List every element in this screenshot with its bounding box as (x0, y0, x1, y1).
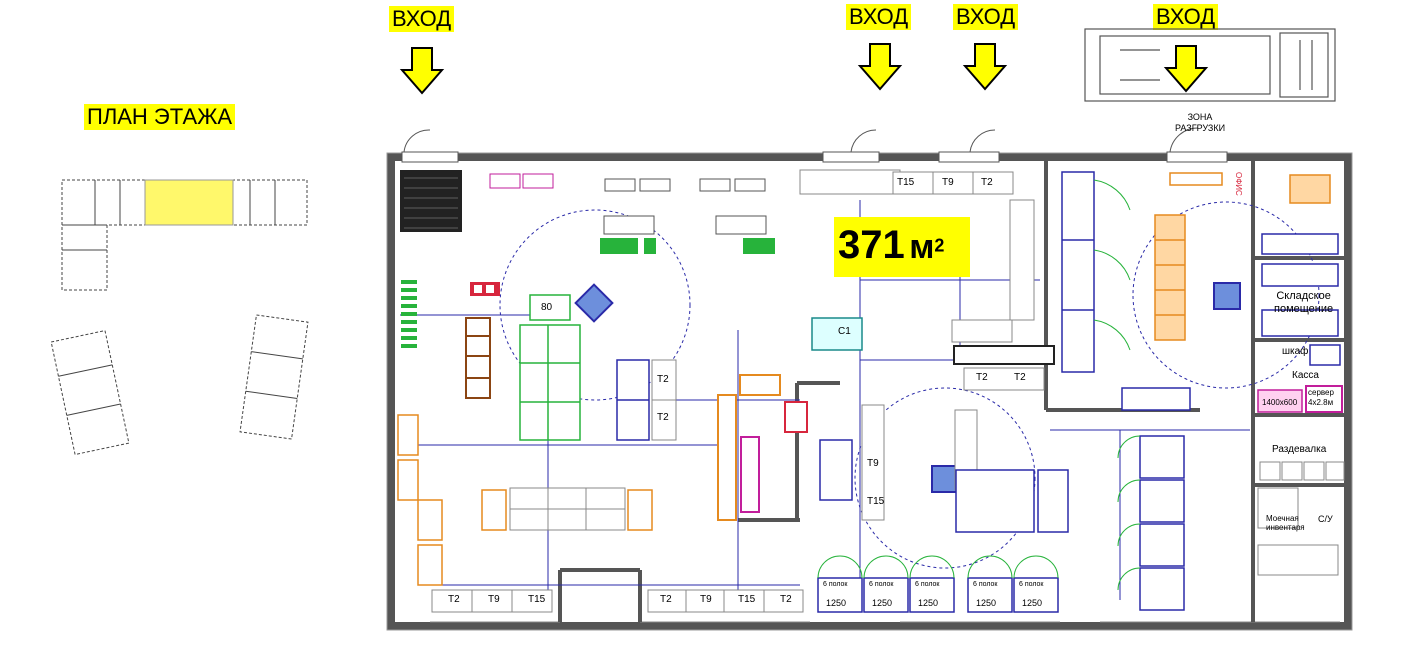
fixture-label: T9 (942, 177, 954, 188)
fixture-label: 1250 (826, 598, 847, 608)
fixture-label: 6 полок (869, 581, 894, 588)
fixture-label: T9 (700, 594, 712, 605)
cashier-label: Касса (1292, 370, 1319, 381)
fixture-label: T2 (657, 412, 669, 423)
fixture-label: T2 (657, 374, 669, 385)
down-arrow-icon-4 (1163, 45, 1209, 93)
fixture-label: C1 (838, 326, 851, 337)
vent-block (400, 170, 462, 232)
fixture-label: 6 полок (1019, 581, 1044, 588)
entrance-label-2: ВХОД (846, 4, 912, 30)
down-arrow-icon-2 (857, 43, 903, 91)
entrance-label-3: ВХОД (953, 4, 1019, 30)
area-badge: 371 м2 (834, 217, 970, 277)
fixture-label: 1250 (872, 598, 893, 608)
fixture-label: 6 полок (915, 581, 940, 588)
fixture-label: T2 (660, 594, 672, 605)
fixture-label: T15 (867, 496, 885, 507)
fixture-label: T9 (488, 594, 500, 605)
fixture-label: T9 (867, 458, 879, 469)
fixture-label: 6 полок (973, 581, 998, 588)
green-tables (519, 294, 581, 441)
fixture-label: T2 (976, 372, 988, 383)
entrance-label-1: ВХОД (389, 6, 455, 32)
fixture-label: 80 (541, 302, 553, 313)
cabinet-label: шкаф (1282, 346, 1309, 357)
orange-counter (717, 374, 781, 521)
fixture-label: T2 (780, 594, 792, 605)
fixture-label: 1250 (918, 598, 939, 608)
green-rack (401, 280, 417, 348)
fixture-label: 1250 (1022, 598, 1043, 608)
changing-room-label: Раздевалка (1272, 444, 1327, 455)
fixture-label: 6 полок (823, 581, 848, 588)
down-arrow-icon-1 (399, 47, 445, 95)
area-value: 371 (838, 223, 905, 267)
area-exponent: 2 (934, 235, 945, 256)
size-label: 1400x600 (1262, 398, 1298, 407)
wc-label: С/У (1318, 514, 1333, 524)
fixture-label: 1250 (976, 598, 997, 608)
fixture-label: T2 (448, 594, 460, 605)
fixture-label: T15 (738, 594, 756, 605)
fixture-label: T15 (528, 594, 546, 605)
truck-drawing (1084, 28, 1336, 102)
down-arrow-icon-3 (962, 43, 1008, 91)
office-label: ОФИС (1234, 172, 1243, 196)
key-plan (50, 179, 309, 456)
fixture-label: T2 (981, 177, 993, 188)
fixture-label: T2 (1014, 372, 1026, 383)
entrance-label-4: ВХОД (1153, 4, 1219, 30)
floor-plan-label: ПЛАН ЭТАЖА (84, 104, 236, 130)
area-unit: м (909, 228, 935, 266)
fixture-label: T15 (897, 177, 915, 188)
